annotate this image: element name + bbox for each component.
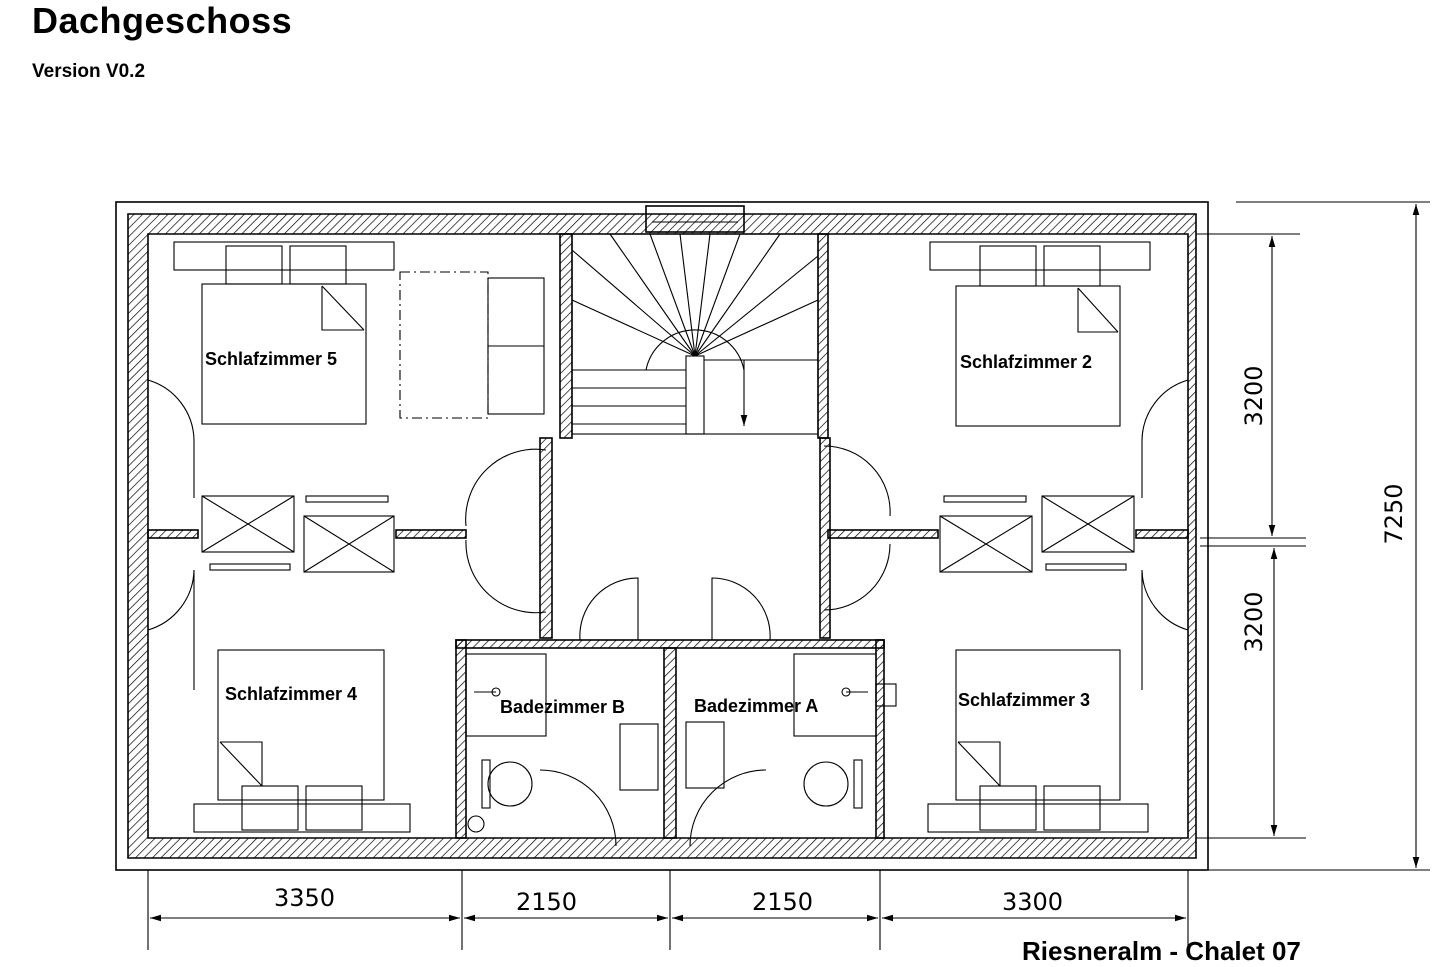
label-badezimmer-a: Badezimmer A [694, 696, 818, 716]
bottom-dimensions [147, 870, 1189, 950]
bed-schlafzimmer-3 [927, 649, 1149, 833]
plan-title: Dachgeschoss [32, 0, 293, 41]
dim-right-bottom: 3200 [1240, 591, 1268, 652]
dim-bottom-2: 2150 [516, 888, 577, 916]
label-badezimmer-b: Badezimmer B [500, 697, 625, 717]
dim-right-total: 7250 [1380, 483, 1408, 544]
right-dimensions [1196, 201, 1430, 871]
bed-schlafzimmer-5 [173, 241, 395, 425]
staircase [571, 233, 819, 435]
label-schlafzimmer-5: Schlafzimmer 5 [205, 349, 337, 369]
bed-schlafzimmer-4 [193, 649, 411, 833]
interior-walls [147, 233, 1189, 839]
label-schlafzimmer-3: Schlafzimmer 3 [958, 690, 1090, 710]
outer-border [115, 201, 1209, 871]
label-schlafzimmer-4: Schlafzimmer 4 [225, 684, 357, 704]
wardrobes-left [201, 495, 395, 573]
plan-version: Version V0.2 [32, 61, 146, 82]
dim-bottom-3: 2150 [752, 888, 813, 916]
wardrobe-dashed [399, 271, 545, 419]
top-window [645, 205, 745, 233]
label-schlafzimmer-2: Schlafzimmer 2 [960, 352, 1092, 372]
door-swings [147, 379, 1189, 847]
wardrobes-right [939, 495, 1135, 573]
dim-bottom-4: 3300 [1002, 888, 1063, 916]
project-name: Riesneralm - Chalet 07 [1022, 936, 1301, 966]
bathroom-fixtures [465, 653, 897, 833]
dim-right-top: 3200 [1240, 365, 1268, 426]
dim-bottom-1: 3350 [274, 884, 335, 912]
exterior-walls [127, 213, 1197, 859]
bed-schlafzimmer-2 [929, 241, 1151, 427]
